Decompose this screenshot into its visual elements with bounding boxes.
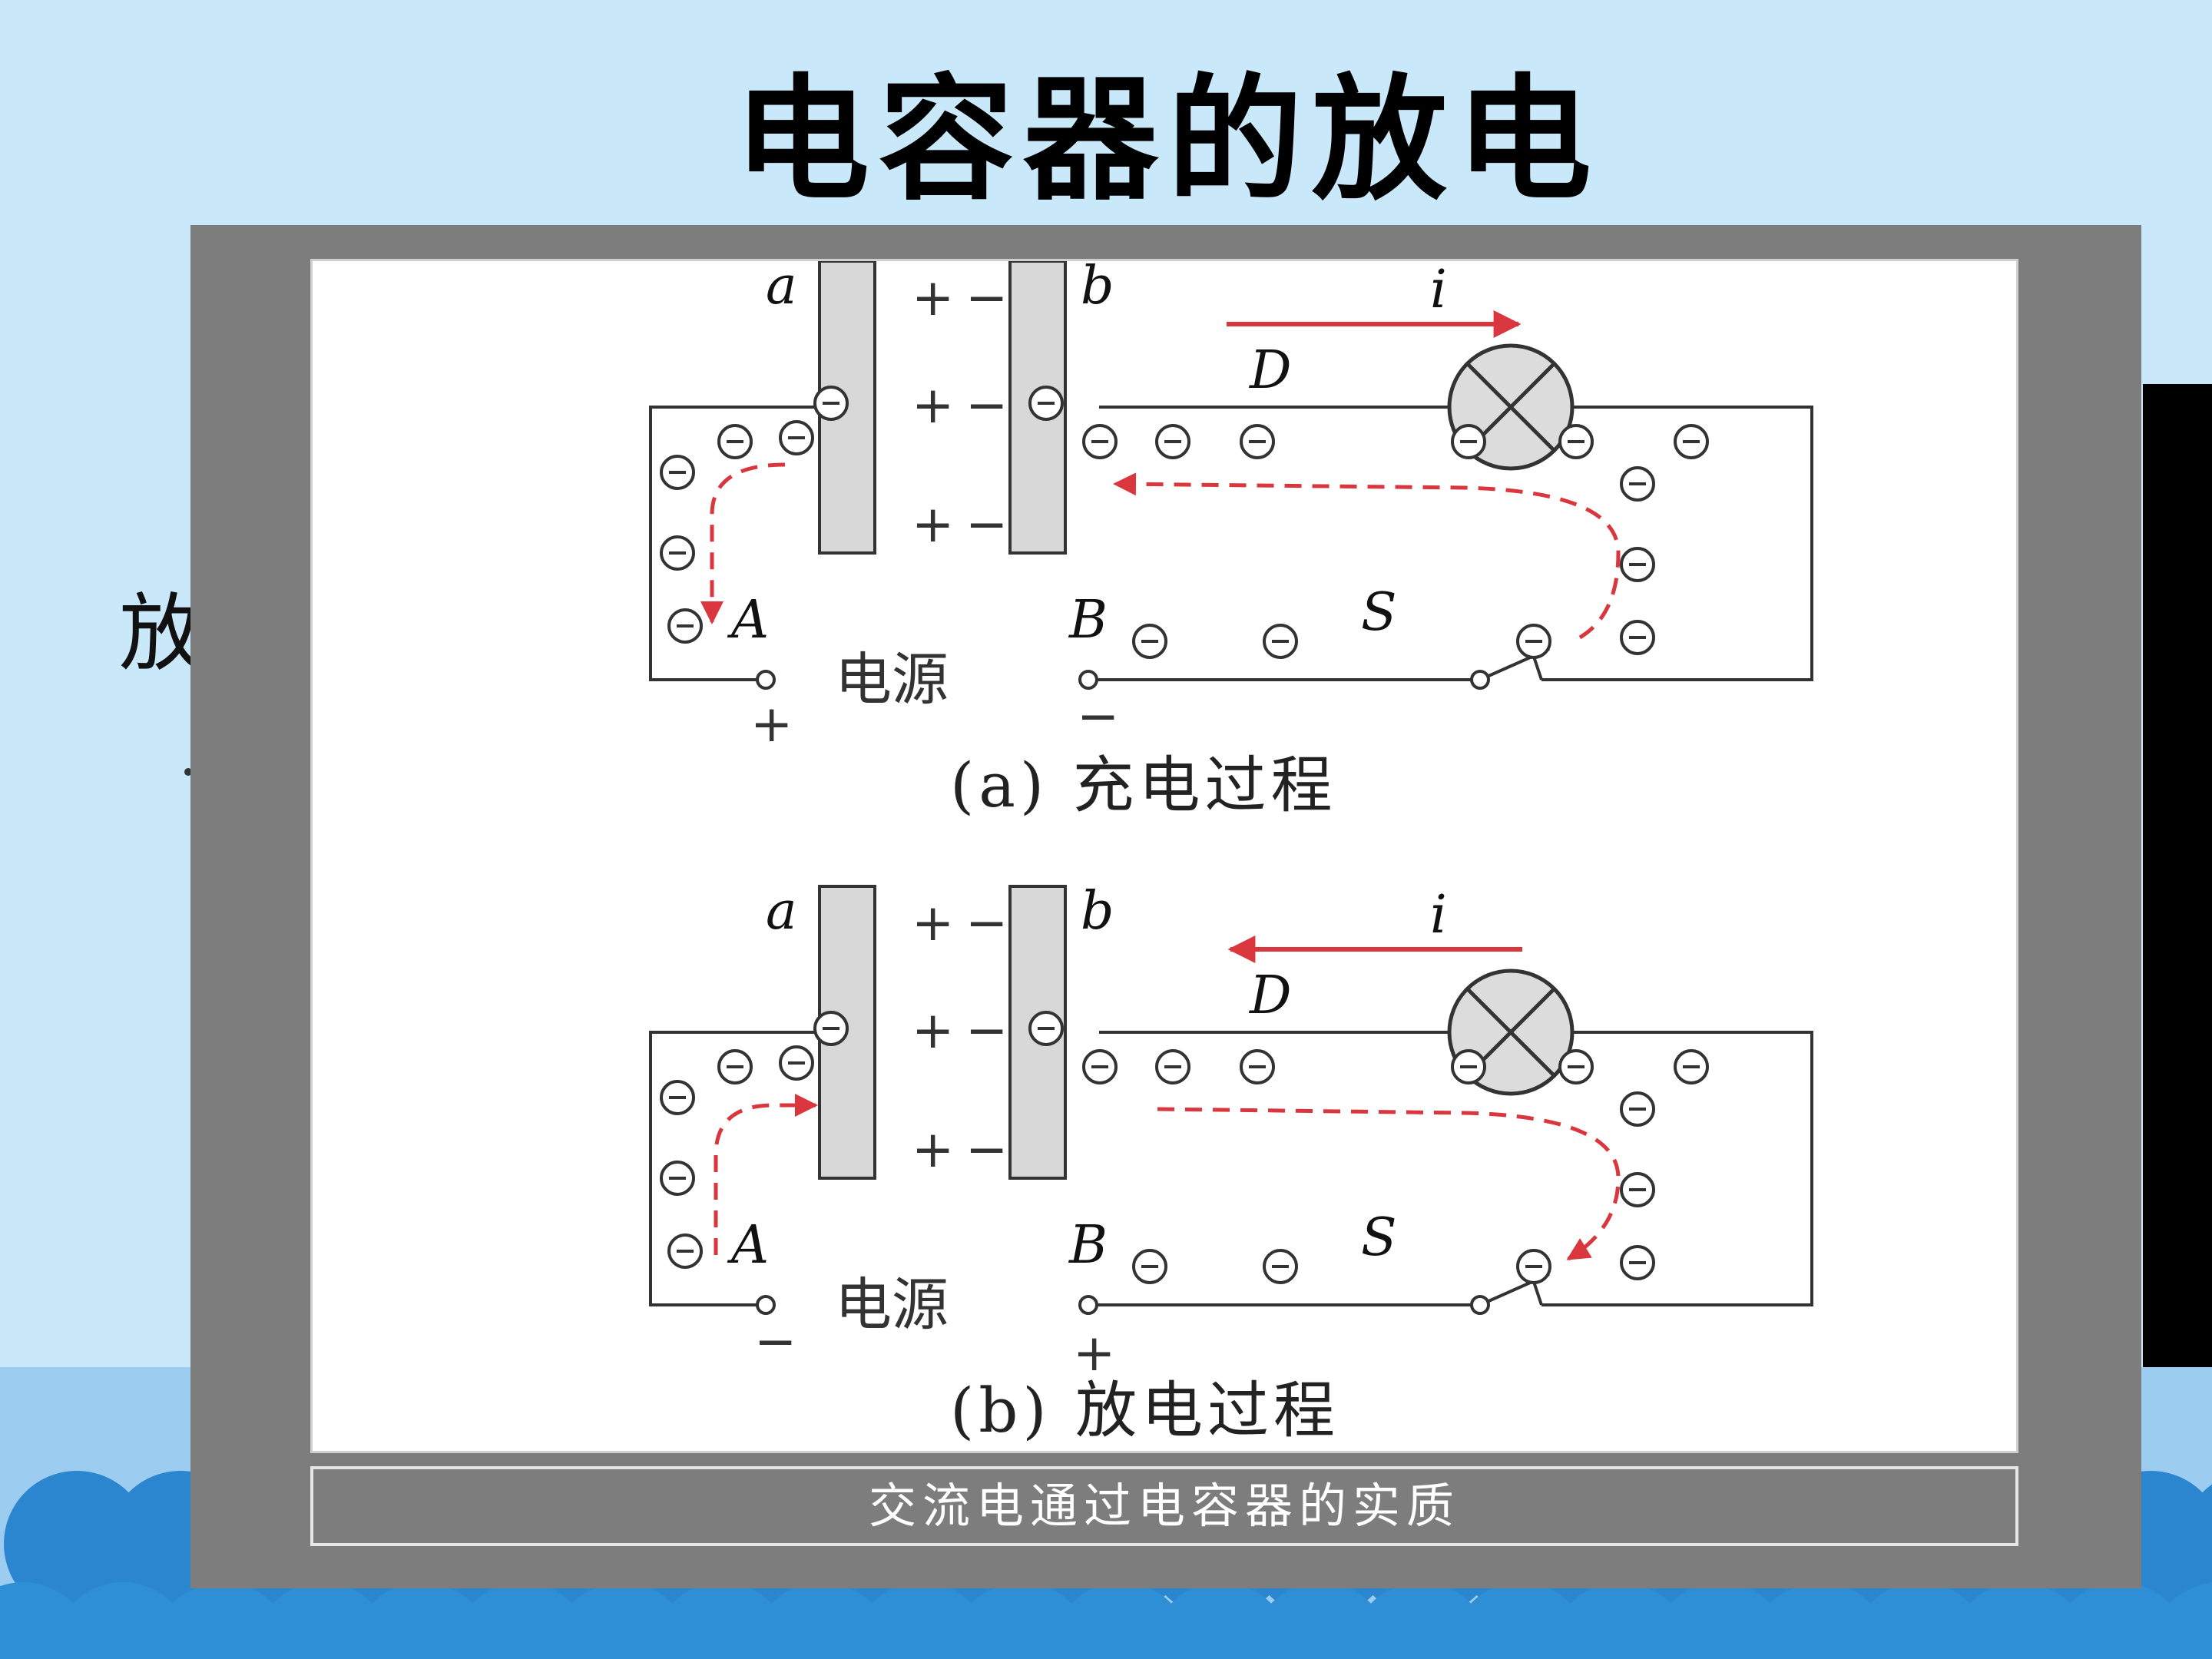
lamp-label: D — [1248, 965, 1292, 1026]
current-label: i — [1430, 261, 1447, 320]
charging-circuit: + + + − − − — [649, 261, 1813, 821]
figure-frame: + + + − − − — [190, 225, 2141, 1588]
lamp-label: D — [1248, 340, 1292, 401]
minus-sign: − — [965, 1001, 1008, 1060]
minus-sign: − — [965, 495, 1008, 554]
wave-bump — [2151, 1582, 2212, 1659]
minus-sign: − — [965, 1120, 1008, 1179]
source-sign-b: − — [1077, 687, 1119, 746]
minus-sign: − — [965, 376, 1008, 435]
plate-a-label: a — [766, 881, 797, 942]
caption-charging: (a) 充电过程 — [950, 750, 1337, 821]
plate-b-label: b — [1081, 261, 1114, 316]
current-label: i — [1430, 885, 1447, 945]
black-panel — [2143, 384, 2212, 1382]
wave-bump — [2181, 1484, 2212, 1604]
circuit-diagram: + + + − − − — [310, 259, 2018, 1453]
switch-label: S — [1361, 1207, 1397, 1268]
plus-sign: + — [912, 268, 954, 327]
minus-sign: − — [965, 268, 1008, 327]
terminal-b-label: B — [1068, 1215, 1108, 1276]
plus-sign: + — [912, 376, 954, 435]
power-source-label: 电源 — [835, 1272, 949, 1338]
terminal-a-label: A — [727, 590, 769, 651]
source-sign-b: + — [1073, 1323, 1115, 1382]
terminal-a-label: A — [727, 1215, 769, 1276]
caption-bar: 交流电通过电容器的实质 — [310, 1466, 2018, 1546]
slide-title: 电容器的放电 — [733, 61, 1601, 219]
terminal-b-label: B — [1068, 590, 1108, 651]
source-sign-a: − — [754, 1312, 796, 1371]
plus-sign: + — [912, 1001, 954, 1060]
plus-sign: + — [912, 893, 954, 952]
plate-a-label: a — [766, 261, 797, 316]
wave-bump — [4, 1471, 150, 1617]
discharging-circuit: + + + − − − — [649, 881, 1813, 1446]
plus-sign: + — [912, 495, 954, 554]
power-source-label: 电源 — [835, 647, 949, 713]
minus-sign: − — [965, 893, 1008, 952]
plus-sign: + — [912, 1120, 954, 1179]
source-sign-a: + — [750, 694, 793, 753]
caption-discharging: (b) 放电过程 — [950, 1375, 1339, 1446]
side-dot — [184, 768, 192, 776]
switch-label: S — [1361, 582, 1397, 643]
side-text: 放 — [119, 584, 204, 683]
plate-b-label: b — [1081, 881, 1114, 942]
